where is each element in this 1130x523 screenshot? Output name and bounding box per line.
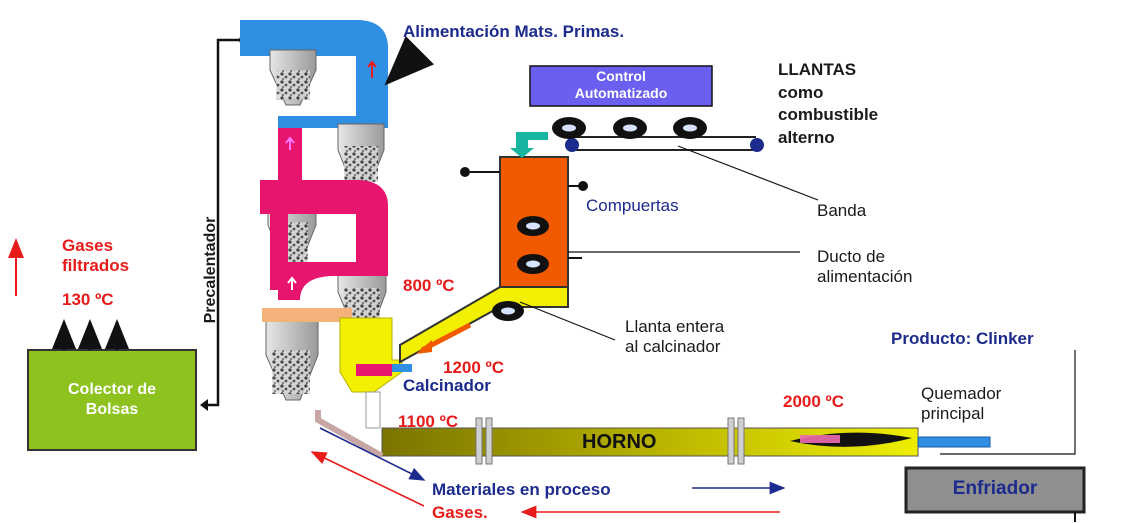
belt-label: Banda bbox=[817, 201, 867, 220]
preheater-mid-ducts bbox=[260, 128, 388, 300]
cooler-label: Enfriador bbox=[952, 478, 1038, 499]
gases-filtered-label: Gases filtrados bbox=[62, 236, 130, 275]
preheater-top-duct bbox=[240, 20, 388, 128]
calciner-label: Calcinador bbox=[403, 376, 491, 395]
temp-130-label: 130 ºC bbox=[62, 290, 114, 309]
cooler-box bbox=[904, 466, 1086, 514]
drop-arrow-icon bbox=[510, 132, 548, 158]
control-label: Control Automatizado bbox=[574, 68, 668, 101]
feed-label: Alimentación Mats. Primas. bbox=[403, 22, 625, 41]
temp-2000-label: 2000 ºC bbox=[783, 392, 845, 411]
tires-label-1: LLANTAS bbox=[778, 60, 857, 79]
salmon-duct bbox=[262, 308, 352, 322]
materials-flow-arrow bbox=[319, 427, 426, 481]
leader-lines bbox=[519, 145, 1076, 455]
burner-label: Quemador principal bbox=[921, 384, 1002, 423]
control-box bbox=[529, 65, 713, 107]
temp-1100-label: 1100 ºC bbox=[398, 412, 459, 431]
gates-label: Compuertas bbox=[586, 196, 679, 215]
kiln bbox=[315, 410, 991, 465]
kiln-label: HORNO bbox=[582, 431, 657, 453]
tires-label-3: combustible bbox=[778, 105, 879, 124]
feed-duct bbox=[399, 156, 588, 364]
collector-label: Colector de Bolsas bbox=[67, 381, 156, 418]
product-label: Producto: Clinker bbox=[891, 329, 1034, 348]
feed-arrow-icon bbox=[384, 36, 434, 86]
temp-1200-label: 1200 ºC bbox=[443, 358, 505, 377]
conveyor-belt bbox=[552, 117, 764, 152]
whole-tire-label: Llanta entera al calcinador bbox=[625, 317, 725, 356]
bag-collector bbox=[27, 319, 197, 451]
duct-label: Ducto de alimentación bbox=[817, 247, 913, 286]
preheater-label: Precalentador bbox=[202, 216, 219, 324]
calciner bbox=[339, 317, 412, 429]
temp-800-label: 800 ºC bbox=[403, 276, 455, 295]
gases-label: Gases. bbox=[432, 503, 488, 522]
gases-flow-arrow bbox=[310, 451, 425, 507]
materials-label: Materiales en proceso bbox=[432, 480, 611, 499]
tires-label-4: alterno bbox=[778, 128, 835, 147]
tires-label-2: como bbox=[778, 83, 824, 102]
